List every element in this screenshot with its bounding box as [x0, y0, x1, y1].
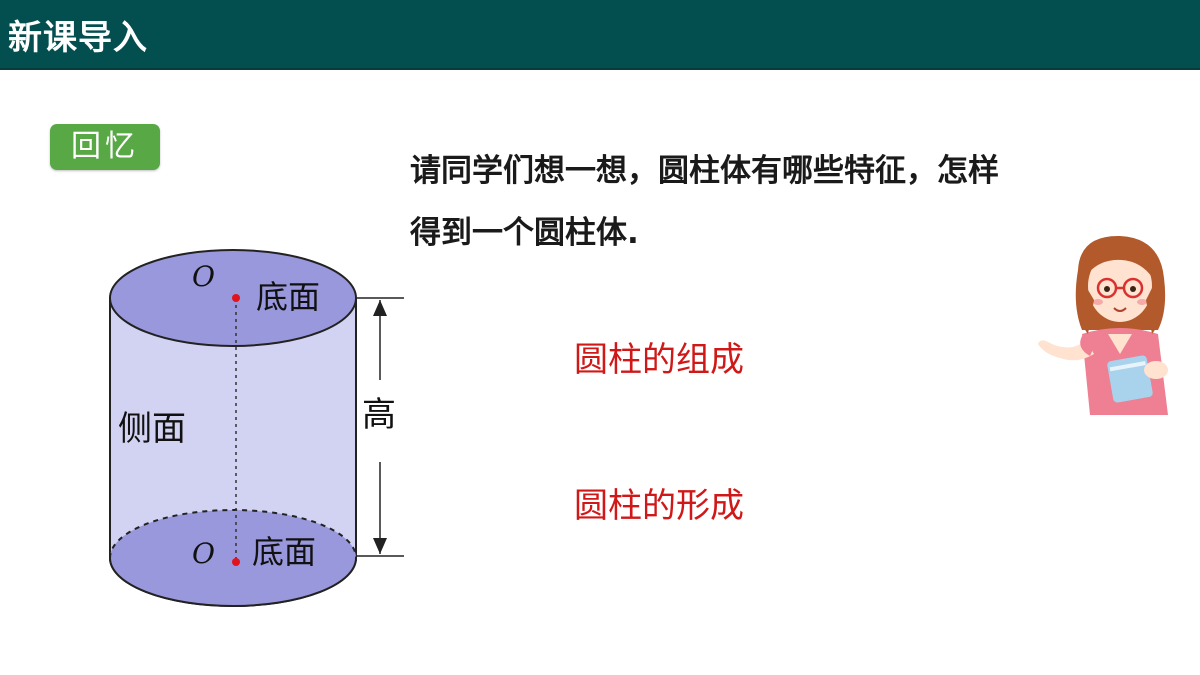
cylinder-diagram: O 底面 侧面 高 O 底面 [109, 249, 404, 607]
teacher-illustration [1038, 235, 1168, 415]
top-center-label: O [192, 260, 215, 293]
question-text: 请同学们想一想，圆柱体有哪些特征，怎样 得到一个圆柱体. [410, 140, 1090, 264]
cylinder-formation-link[interactable]: 圆柱的形成 [574, 486, 744, 526]
bottom-base-label: 底面 [252, 533, 316, 571]
bottom-base-dashed-edge [109, 509, 357, 559]
bottom-base-back [110, 510, 356, 558]
header-bar: 新课导入 [0, 0, 1200, 70]
page-title: 新课导入 [8, 18, 148, 58]
height-arrow-up-icon [373, 300, 387, 316]
recall-badge: 回忆 [50, 124, 160, 170]
bottom-center-dot [232, 558, 240, 566]
bottom-center-label: O [192, 537, 215, 570]
question-line-2: 得到一个圆柱体. [410, 215, 639, 251]
cylinder-composition-link[interactable]: 圆柱的组成 [574, 340, 744, 380]
side-label: 侧面 [118, 409, 186, 449]
top-base-label: 底面 [256, 278, 320, 316]
top-center-dot [232, 294, 240, 302]
bottom-base-front [109, 557, 357, 607]
question-line-1: 请同学们想一想，圆柱体有哪些特征，怎样 [410, 153, 999, 189]
height-label: 高 [362, 395, 396, 435]
height-arrow-down-icon [373, 538, 387, 554]
